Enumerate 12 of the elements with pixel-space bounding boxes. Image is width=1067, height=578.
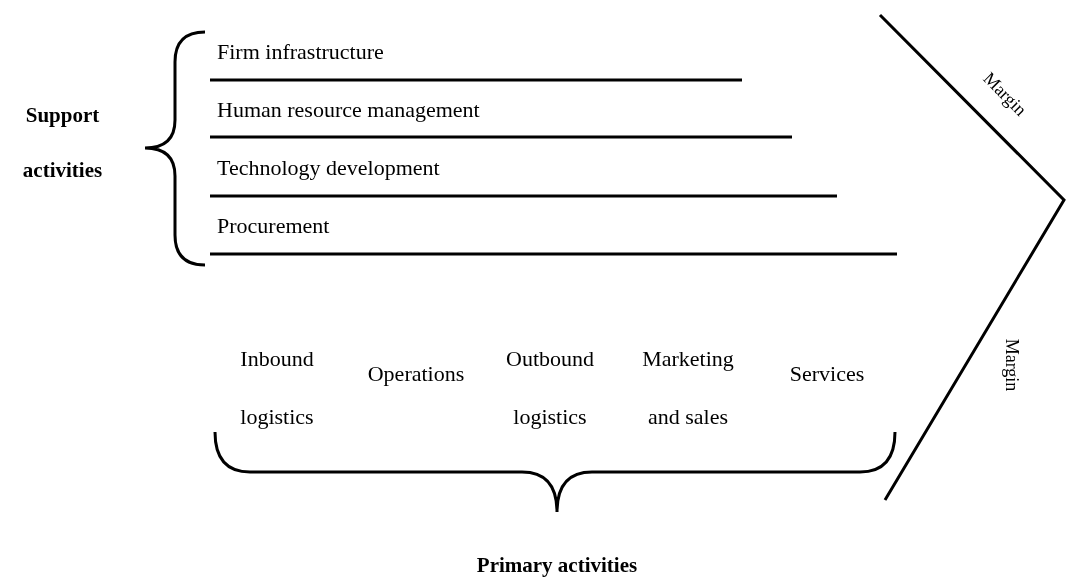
margin-label: Margin: [1001, 337, 1023, 394]
activity-label: Services: [788, 360, 866, 388]
group-label: Primary activities: [475, 552, 639, 578]
activity-label: Human resource management: [217, 96, 481, 124]
activity-label: Operations: [366, 360, 466, 388]
activity-label: Firm infrastructure: [217, 38, 385, 66]
activity-label: Marketing and sales: [641, 345, 735, 431]
activity-label: Procurement: [217, 212, 331, 240]
group-label: Support activities: [21, 102, 104, 184]
activity-label: Inbound logistics: [239, 345, 315, 431]
activity-label: Outbound logistics: [505, 345, 595, 431]
activity-label: Technology development: [217, 154, 441, 182]
